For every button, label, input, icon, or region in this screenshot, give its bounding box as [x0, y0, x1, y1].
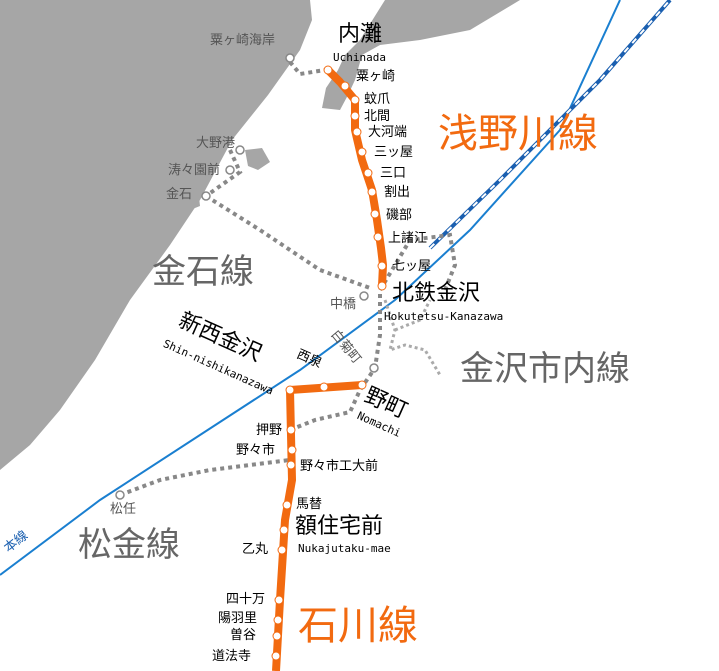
station-mitsuya: 三ッ屋 [374, 145, 414, 160]
station-waride: 割出 [384, 185, 411, 200]
former-station-ono-minato: 大野港 [196, 136, 236, 151]
lagoon-area [322, 0, 520, 110]
station-yobanri: 陽羽里 [218, 611, 258, 626]
city-tram-lines [383, 299, 442, 376]
station-kamimoroe: 上諸江 [388, 231, 428, 246]
ishikawa-stations [271, 380, 367, 661]
station-nukajutaku-mae: 額住宅前 [295, 514, 384, 539]
kanaiwa-line-label: 金石線 [152, 252, 254, 292]
jr-main-line [0, 0, 621, 576]
matsukin-line-label: 松金線 [78, 525, 180, 565]
river-area [245, 148, 270, 170]
station-dohoji: 道法寺 [212, 649, 252, 664]
station-uchinada-romaji: Uchinada [333, 51, 386, 64]
station-kabatsume: 蚊爪 [364, 92, 391, 107]
former-station-nakahashi: 中橋 [330, 297, 357, 312]
station-oshino: 押野 [256, 423, 283, 438]
abolished-lines [119, 60, 458, 497]
station-otomaru: 乙丸 [242, 542, 269, 557]
station-uchinada: 内灘 [338, 22, 383, 47]
station-ookawabata: 大河端 [368, 125, 408, 140]
asanogawa-line-label: 浅野川線 [438, 111, 598, 157]
former-station-awagasaki-kaigan: 粟ヶ崎海岸 [210, 33, 276, 48]
station-magae: 馬替 [296, 497, 323, 512]
asanogawa-stations [323, 65, 387, 291]
station-nanatsuya: 七ッ屋 [392, 259, 432, 274]
station-hokutetsu-kanazawa-romaji: Hokutetsu-Kanazawa [384, 310, 504, 323]
station-sodani: 曽谷 [230, 628, 257, 643]
station-kitama: 北間 [364, 109, 391, 124]
station-shijuman: 四十万 [226, 592, 266, 607]
former-station-markers [115, 53, 379, 500]
estuary [185, 188, 200, 210]
station-nukajutaku-mae-romaji: Nukajutaku-mae [298, 542, 391, 555]
station-mikuchi: 三口 [380, 166, 407, 181]
former-station-matsuto: 松任 [110, 502, 137, 517]
station-nonoichi: 野々市 [236, 443, 276, 458]
former-station-tokuen-mae: 涛々園前 [168, 163, 221, 178]
kanazawa-city-line-label: 金沢市内線 [460, 349, 630, 389]
station-isobe: 磯部 [386, 208, 413, 223]
station-hokutetsu-kanazawa: 北鉄金沢 [392, 281, 481, 306]
sea-area [0, 0, 312, 470]
former-station-kanaiwa: 金石 [166, 187, 193, 202]
ishikawa-line [272, 381, 363, 671]
ishikawa-line-label: 石川線 [298, 603, 418, 649]
station-nonoichi-kodaimae: 野々市工大前 [300, 459, 379, 474]
station-awagasaki: 粟ヶ崎 [356, 69, 396, 84]
